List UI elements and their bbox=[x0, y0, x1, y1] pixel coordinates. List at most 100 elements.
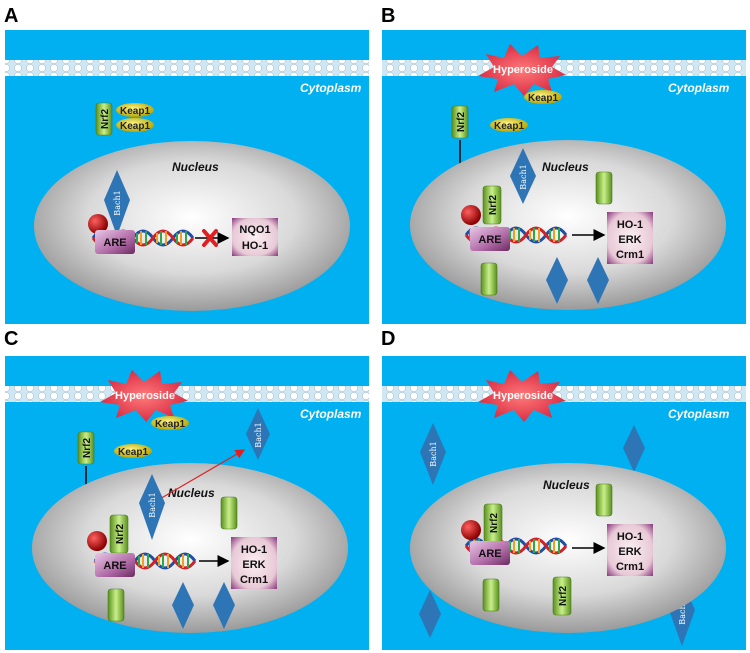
keap1-protein bbox=[151, 416, 189, 430]
target-gene-box bbox=[607, 524, 653, 576]
hyperoside-label: Hyperoside bbox=[115, 390, 175, 402]
nuclear-export-arrow bbox=[157, 449, 246, 501]
nrf2-label: Nrf2 bbox=[488, 195, 499, 215]
are-label: ARE bbox=[103, 237, 126, 249]
cytoplasm-label: Cytoplasm bbox=[668, 81, 730, 95]
nrf2-protein bbox=[107, 588, 125, 622]
are-label: ARE bbox=[478, 548, 501, 560]
panel-a: A Cytoplasm Nrf2 Keap1 Keap1 Nucleus Bac… bbox=[4, 5, 369, 324]
keap1-label: Keap1 bbox=[120, 121, 150, 132]
nrf2-protein bbox=[220, 496, 238, 530]
nrf2-protein-bound bbox=[482, 185, 502, 225]
nrf2-label: Nrf2 bbox=[489, 513, 500, 533]
nucleus-label: Nucleus bbox=[168, 486, 215, 500]
are-element bbox=[470, 541, 510, 565]
small-maf-protein bbox=[87, 531, 107, 551]
nucleus-label: Nucleus bbox=[172, 160, 219, 174]
bach1-label: Bach1 bbox=[254, 422, 263, 447]
bach1-protein bbox=[213, 582, 235, 629]
keap1-label: Keap1 bbox=[120, 106, 150, 117]
bach1-label: Bach1 bbox=[678, 599, 687, 624]
gene-label: NQO1 bbox=[239, 224, 270, 236]
bach1-label: Bach1 bbox=[148, 492, 157, 517]
gene-label: ERK bbox=[618, 234, 641, 246]
cytoplasm-label: Cytoplasm bbox=[300, 407, 362, 421]
hyperoside-label: Hyperoside bbox=[493, 64, 553, 76]
bach1-label: Bach1 bbox=[429, 441, 438, 466]
gene-label: ERK bbox=[618, 546, 641, 558]
nrf2-label: Nrf2 bbox=[100, 109, 111, 129]
are-label: ARE bbox=[478, 234, 501, 246]
target-gene-box bbox=[232, 218, 278, 256]
panel-label: A bbox=[4, 5, 18, 27]
keap1-protein bbox=[116, 118, 154, 132]
nrf2-label: Nrf2 bbox=[558, 586, 569, 606]
gene-label: Crm1 bbox=[240, 574, 268, 586]
panel-label: B bbox=[381, 5, 395, 27]
nrf2-label: Nrf2 bbox=[115, 524, 126, 544]
hyperoside-label: Hyperoside bbox=[493, 390, 553, 402]
nrf2-protein bbox=[451, 105, 469, 139]
are-label: ARE bbox=[103, 560, 126, 572]
panel-label: D bbox=[381, 328, 395, 350]
nrf2-label: Nrf2 bbox=[82, 438, 93, 458]
cell-membrane bbox=[382, 386, 746, 402]
gene-label: HO-1 bbox=[242, 240, 268, 252]
nrf2-protein bbox=[595, 483, 613, 517]
keap1-label: Keap1 bbox=[155, 419, 185, 430]
bach1-protein bbox=[623, 425, 645, 472]
nucleus-label: Nucleus bbox=[542, 160, 589, 174]
bach1-protein bbox=[510, 148, 536, 204]
bach1-label: Bach1 bbox=[113, 190, 122, 215]
panel-c: C Hyperoside Cytoplasm Keap1 Keap1 Nrf2 … bbox=[4, 328, 369, 650]
cell-membrane bbox=[382, 60, 746, 76]
are-element bbox=[95, 230, 135, 254]
nrf2-protein-free bbox=[552, 576, 572, 616]
nucleus-label: Nucleus bbox=[543, 478, 590, 492]
bach1-protein bbox=[104, 170, 130, 236]
keap1-protein bbox=[116, 103, 154, 117]
nrf2-protein bbox=[480, 262, 498, 296]
panel-d: D Hyperoside Cytoplasm Bach1 Bach1 Nucle… bbox=[381, 328, 746, 650]
panel-label: C bbox=[4, 328, 18, 350]
panel-b: B Hyperoside Cytoplasm Keap1 Keap1 Nrf2 … bbox=[381, 5, 746, 324]
cell-membrane bbox=[5, 386, 369, 402]
cytoplasm-label: Cytoplasm bbox=[300, 81, 362, 95]
gene-label: HO-1 bbox=[241, 544, 267, 556]
hyperoside-burst bbox=[478, 370, 566, 422]
nrf2-protein bbox=[95, 102, 113, 136]
gene-label: ERK bbox=[242, 559, 265, 571]
nrf2-label: Nrf2 bbox=[456, 112, 467, 132]
gene-label: Crm1 bbox=[616, 249, 644, 261]
bach1-protein bbox=[587, 257, 609, 304]
bach1-protein bbox=[139, 474, 165, 540]
hyperoside-burst bbox=[100, 370, 188, 422]
cytoplasm-label: Cytoplasm bbox=[668, 407, 730, 421]
small-maf-protein bbox=[461, 205, 481, 225]
bach1-protein bbox=[419, 590, 441, 638]
small-maf-protein bbox=[88, 214, 108, 234]
target-gene-box bbox=[231, 537, 277, 589]
nrf2-protein bbox=[595, 171, 613, 205]
keap1-label: Keap1 bbox=[528, 93, 558, 104]
small-maf-protein bbox=[461, 520, 481, 540]
bach1-protein bbox=[546, 257, 568, 304]
keap1-label: Keap1 bbox=[118, 447, 148, 458]
nrf2-protein bbox=[77, 431, 95, 465]
keap1-protein bbox=[524, 90, 562, 104]
cell-membrane bbox=[5, 60, 369, 76]
bach1-protein bbox=[420, 423, 446, 485]
bach1-label: Bach1 bbox=[519, 164, 528, 189]
keap1-label: Keap1 bbox=[494, 121, 524, 132]
gene-label: Crm1 bbox=[616, 561, 644, 573]
keap1-protein bbox=[114, 444, 152, 458]
gene-label: HO-1 bbox=[617, 531, 643, 543]
gene-label: HO-1 bbox=[617, 219, 643, 231]
blocked-x-icon bbox=[202, 229, 218, 247]
keap1-protein bbox=[490, 118, 528, 132]
hyperoside-burst bbox=[478, 44, 566, 96]
are-element bbox=[470, 227, 510, 251]
nrf2-protein bbox=[482, 578, 500, 612]
are-element bbox=[95, 553, 135, 577]
